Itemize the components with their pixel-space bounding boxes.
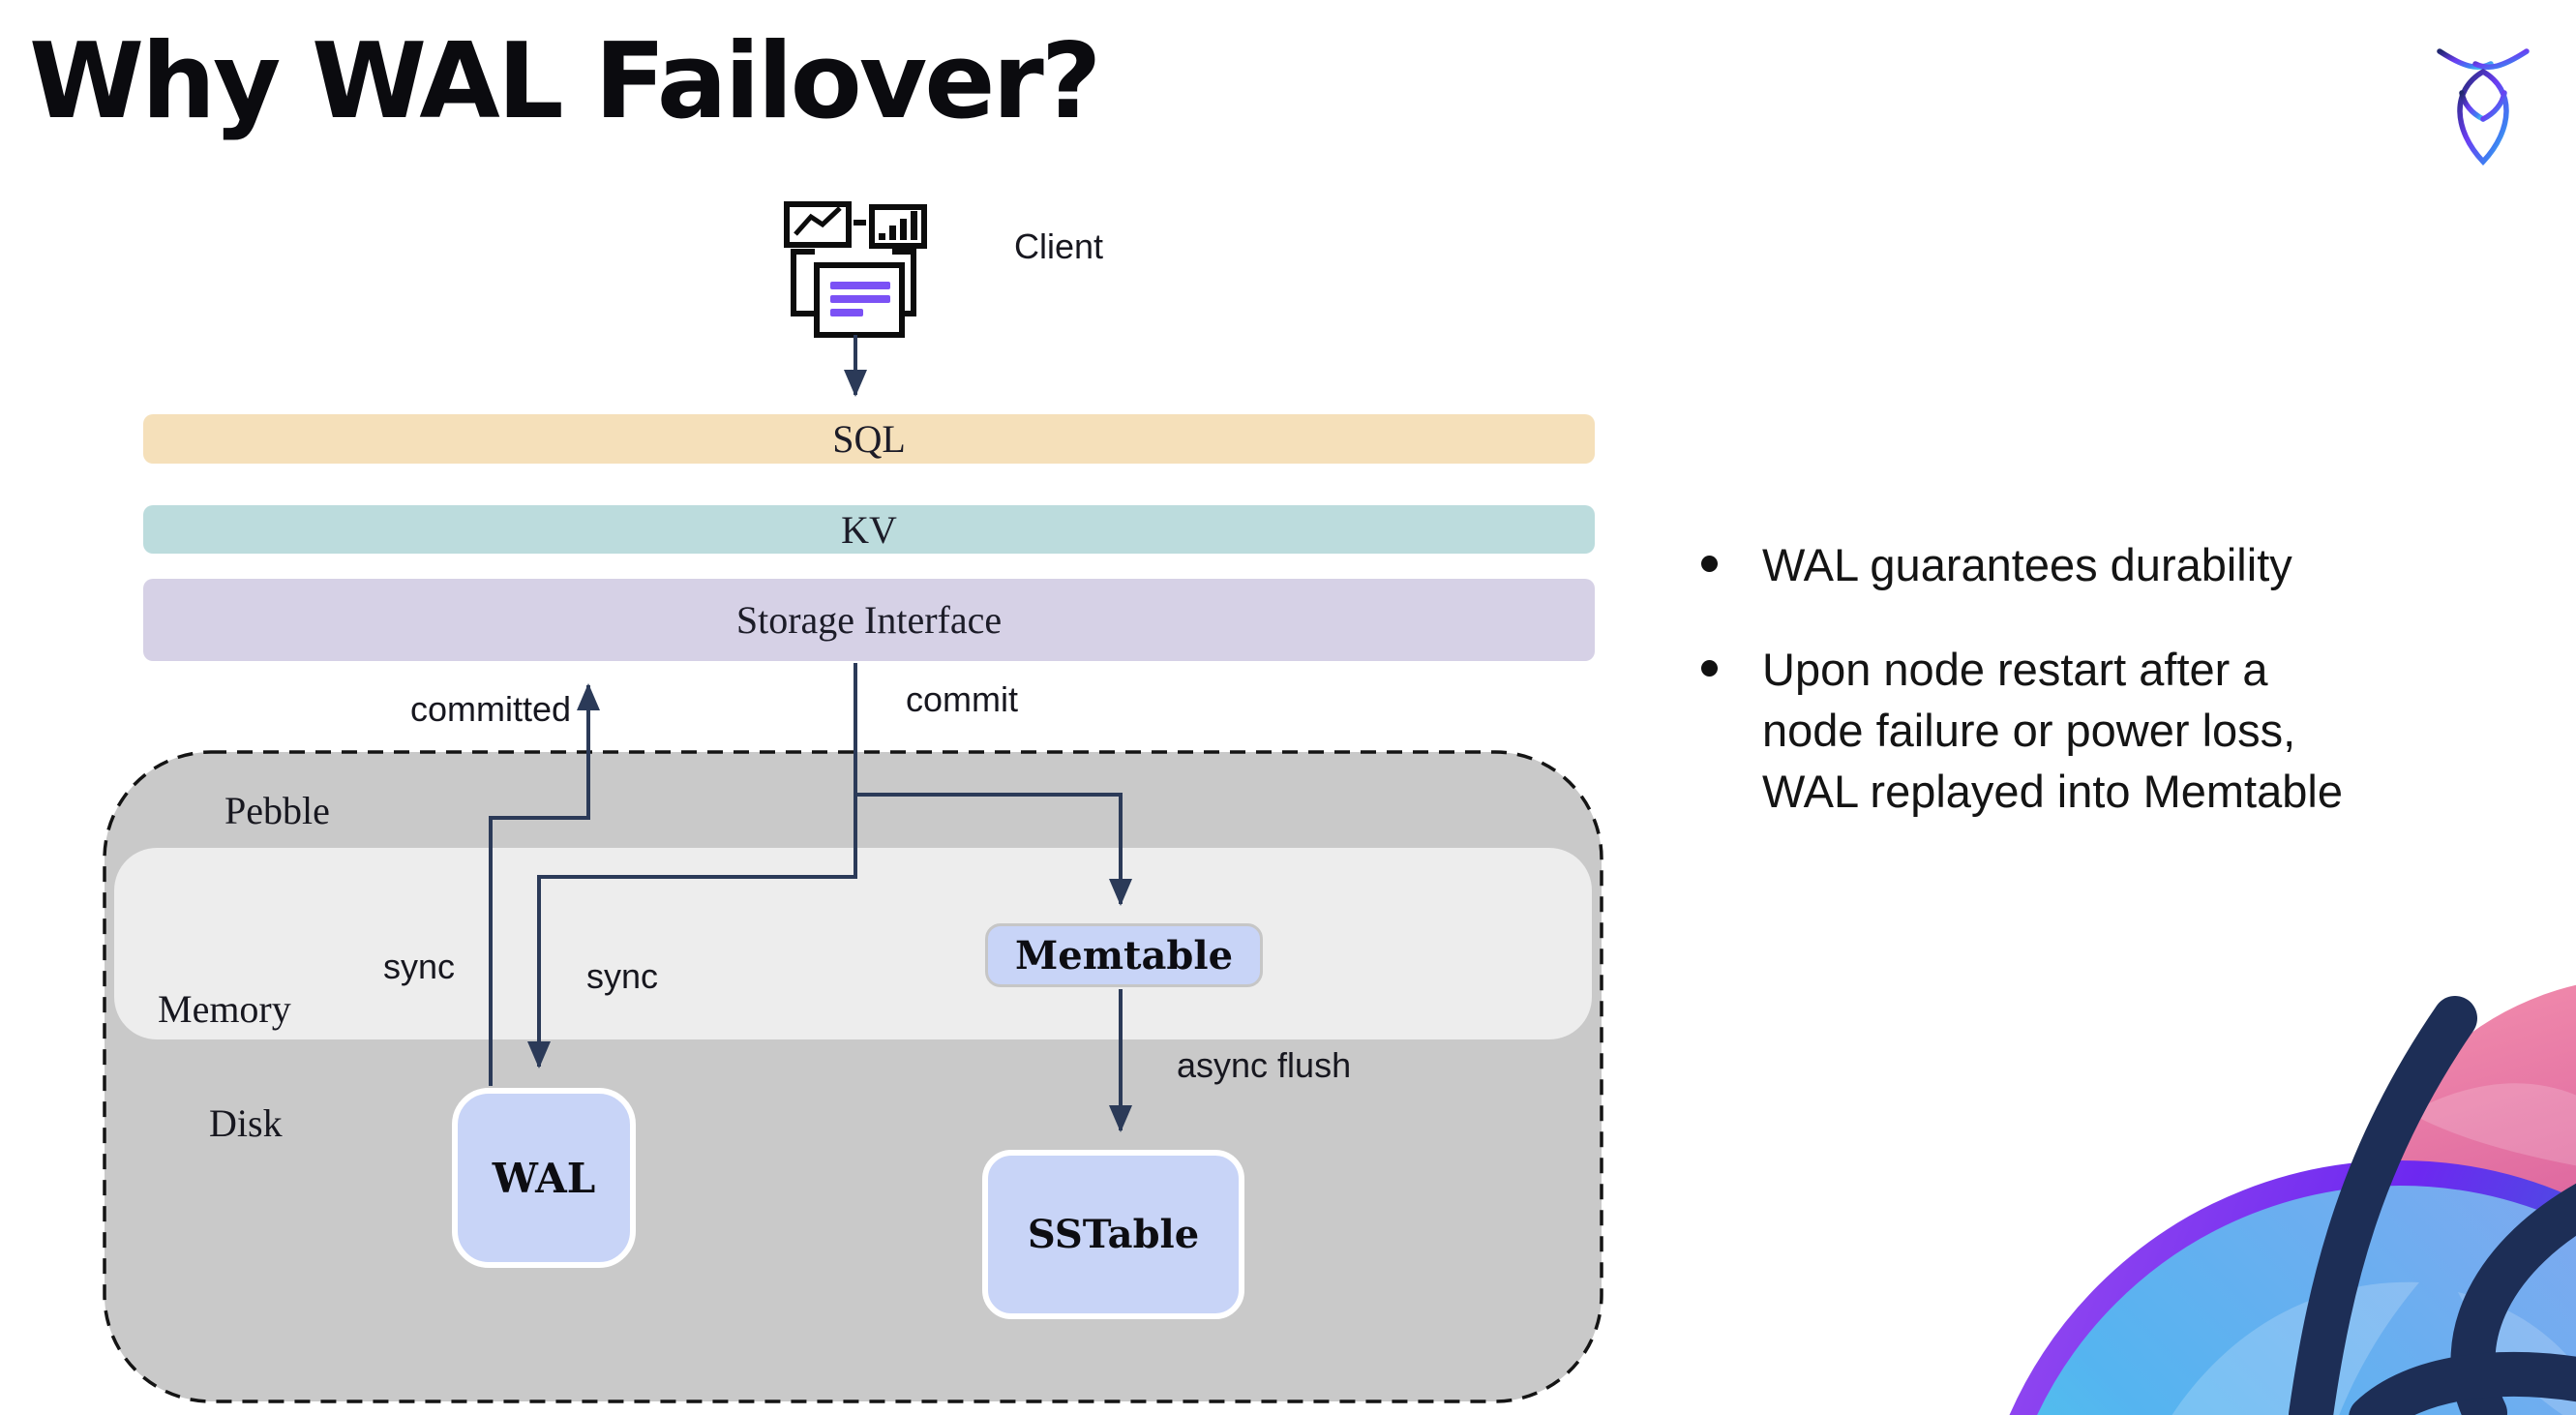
list-item: WAL guarantees durability	[1684, 534, 2292, 595]
layer-kv: KV	[143, 505, 1595, 554]
deco-roach-glyph	[2289, 996, 2576, 1415]
sstable-label: SSTable	[1027, 1212, 1200, 1257]
sync-left-label: sync	[383, 947, 456, 986]
page-title: Why WAL Failover?	[29, 21, 1101, 142]
brand-decoration-graphic	[2009, 984, 2576, 1415]
bullet-1-line-1: WAL guarantees durability	[1762, 539, 2292, 590]
memory-label: Memory	[158, 987, 291, 1031]
wal-box: WAL	[452, 1088, 636, 1268]
bullet-2-line-1: Upon node restart after a	[1762, 644, 2268, 695]
bullet-2-line-3: WAL replayed into Memtable	[1762, 766, 2343, 817]
pebble-label: Pebble	[225, 789, 330, 832]
memtable-box: Memtable	[985, 923, 1263, 987]
deco-blue-sphere	[2009, 1160, 2576, 1415]
bullet-dot-icon	[1701, 556, 1718, 572]
layer-storage-interface-label: Storage Interface	[735, 598, 1003, 642]
async-flush-label: async flush	[1177, 1045, 1352, 1085]
memtable-label: Memtable	[1014, 932, 1234, 978]
layer-kv-label: KV	[841, 507, 897, 552]
client-label: Client	[1014, 226, 1104, 266]
sstable-box: SSTable	[982, 1150, 1244, 1319]
wal-label: WAL	[492, 1154, 596, 1202]
client-devices-icon	[784, 201, 927, 338]
memory-region	[114, 848, 1592, 1039]
layer-sql: SQL	[143, 414, 1595, 464]
commit-label: commit	[906, 679, 1018, 719]
sync-right-label: sync	[586, 956, 659, 996]
cockroachdb-logo-icon	[2437, 48, 2530, 166]
disk-label: Disk	[209, 1101, 283, 1145]
bullet-2-line-2: node failure or power loss,	[1762, 705, 2296, 756]
bullet-dot-icon	[1701, 660, 1718, 677]
layer-storage-interface: Storage Interface	[143, 579, 1595, 661]
layer-sql-label: SQL	[832, 417, 906, 461]
list-item: Upon node restart after a node failure o…	[1684, 639, 2343, 822]
committed-label: committed	[410, 689, 572, 729]
